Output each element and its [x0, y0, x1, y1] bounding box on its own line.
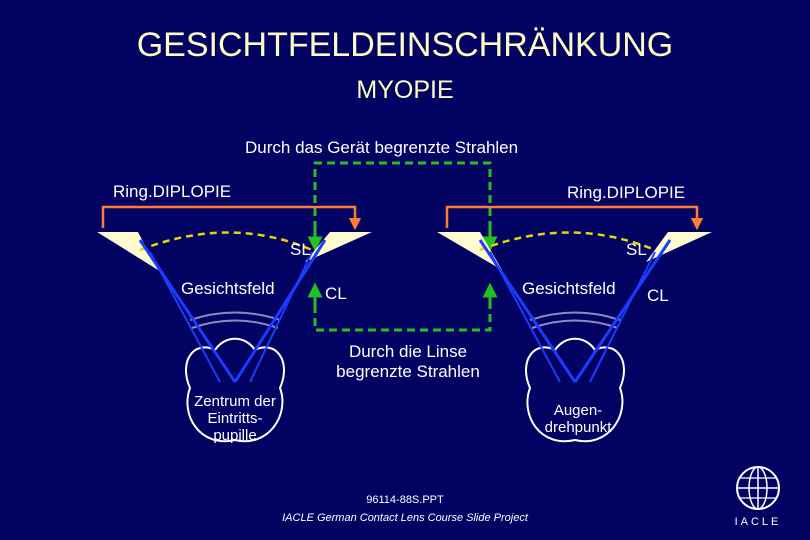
cl-right-label: CL	[647, 286, 669, 306]
lens-rays-label: Durch die Linse begrenzte Strahlen	[323, 342, 493, 382]
ring-diplopia-lines	[103, 207, 697, 228]
footer-credit: IACLE German Contact Lens Course Slide P…	[0, 512, 810, 524]
field-right-label: Gesichtsfeld	[522, 279, 616, 299]
device-rays-label: Durch das Gerät begrenzte Strahlen	[245, 138, 518, 158]
slide-subtitle: MYOPIE	[0, 76, 810, 105]
footer-file-code: 96114-88S.PPT	[0, 494, 810, 506]
iacle-logo-text: IACLE	[732, 516, 784, 528]
pupil-center-label: Zentrum der Eintritts- pupille	[183, 393, 287, 444]
rotation-line-1: Augen-	[532, 402, 624, 419]
pupil-line-1: Zentrum der	[183, 393, 287, 410]
rotation-center-label: Augen- drehpunkt	[532, 402, 624, 436]
pupil-line-2: Eintritts-	[183, 410, 287, 427]
sl-right-label: SL	[626, 240, 647, 260]
rotation-line-2: drehpunkt	[532, 419, 624, 436]
lens-rays-line-2: begrenzte Strahlen	[323, 362, 493, 382]
slide-title: GESICHTFELDEINSCHRÄNKUNG	[0, 26, 810, 65]
lens-rays-line-1: Durch die Linse	[323, 342, 493, 362]
sl-left-label: SL	[290, 240, 311, 260]
ring-diplopia-left-label: Ring.DIPLOPIE	[113, 182, 231, 202]
ring-diplopia-right-label: Ring.DIPLOPIE	[567, 183, 685, 203]
pupil-line-3: pupille	[183, 427, 287, 444]
field-left-label: Gesichtsfeld	[181, 279, 275, 299]
cl-left-label: CL	[325, 284, 347, 304]
